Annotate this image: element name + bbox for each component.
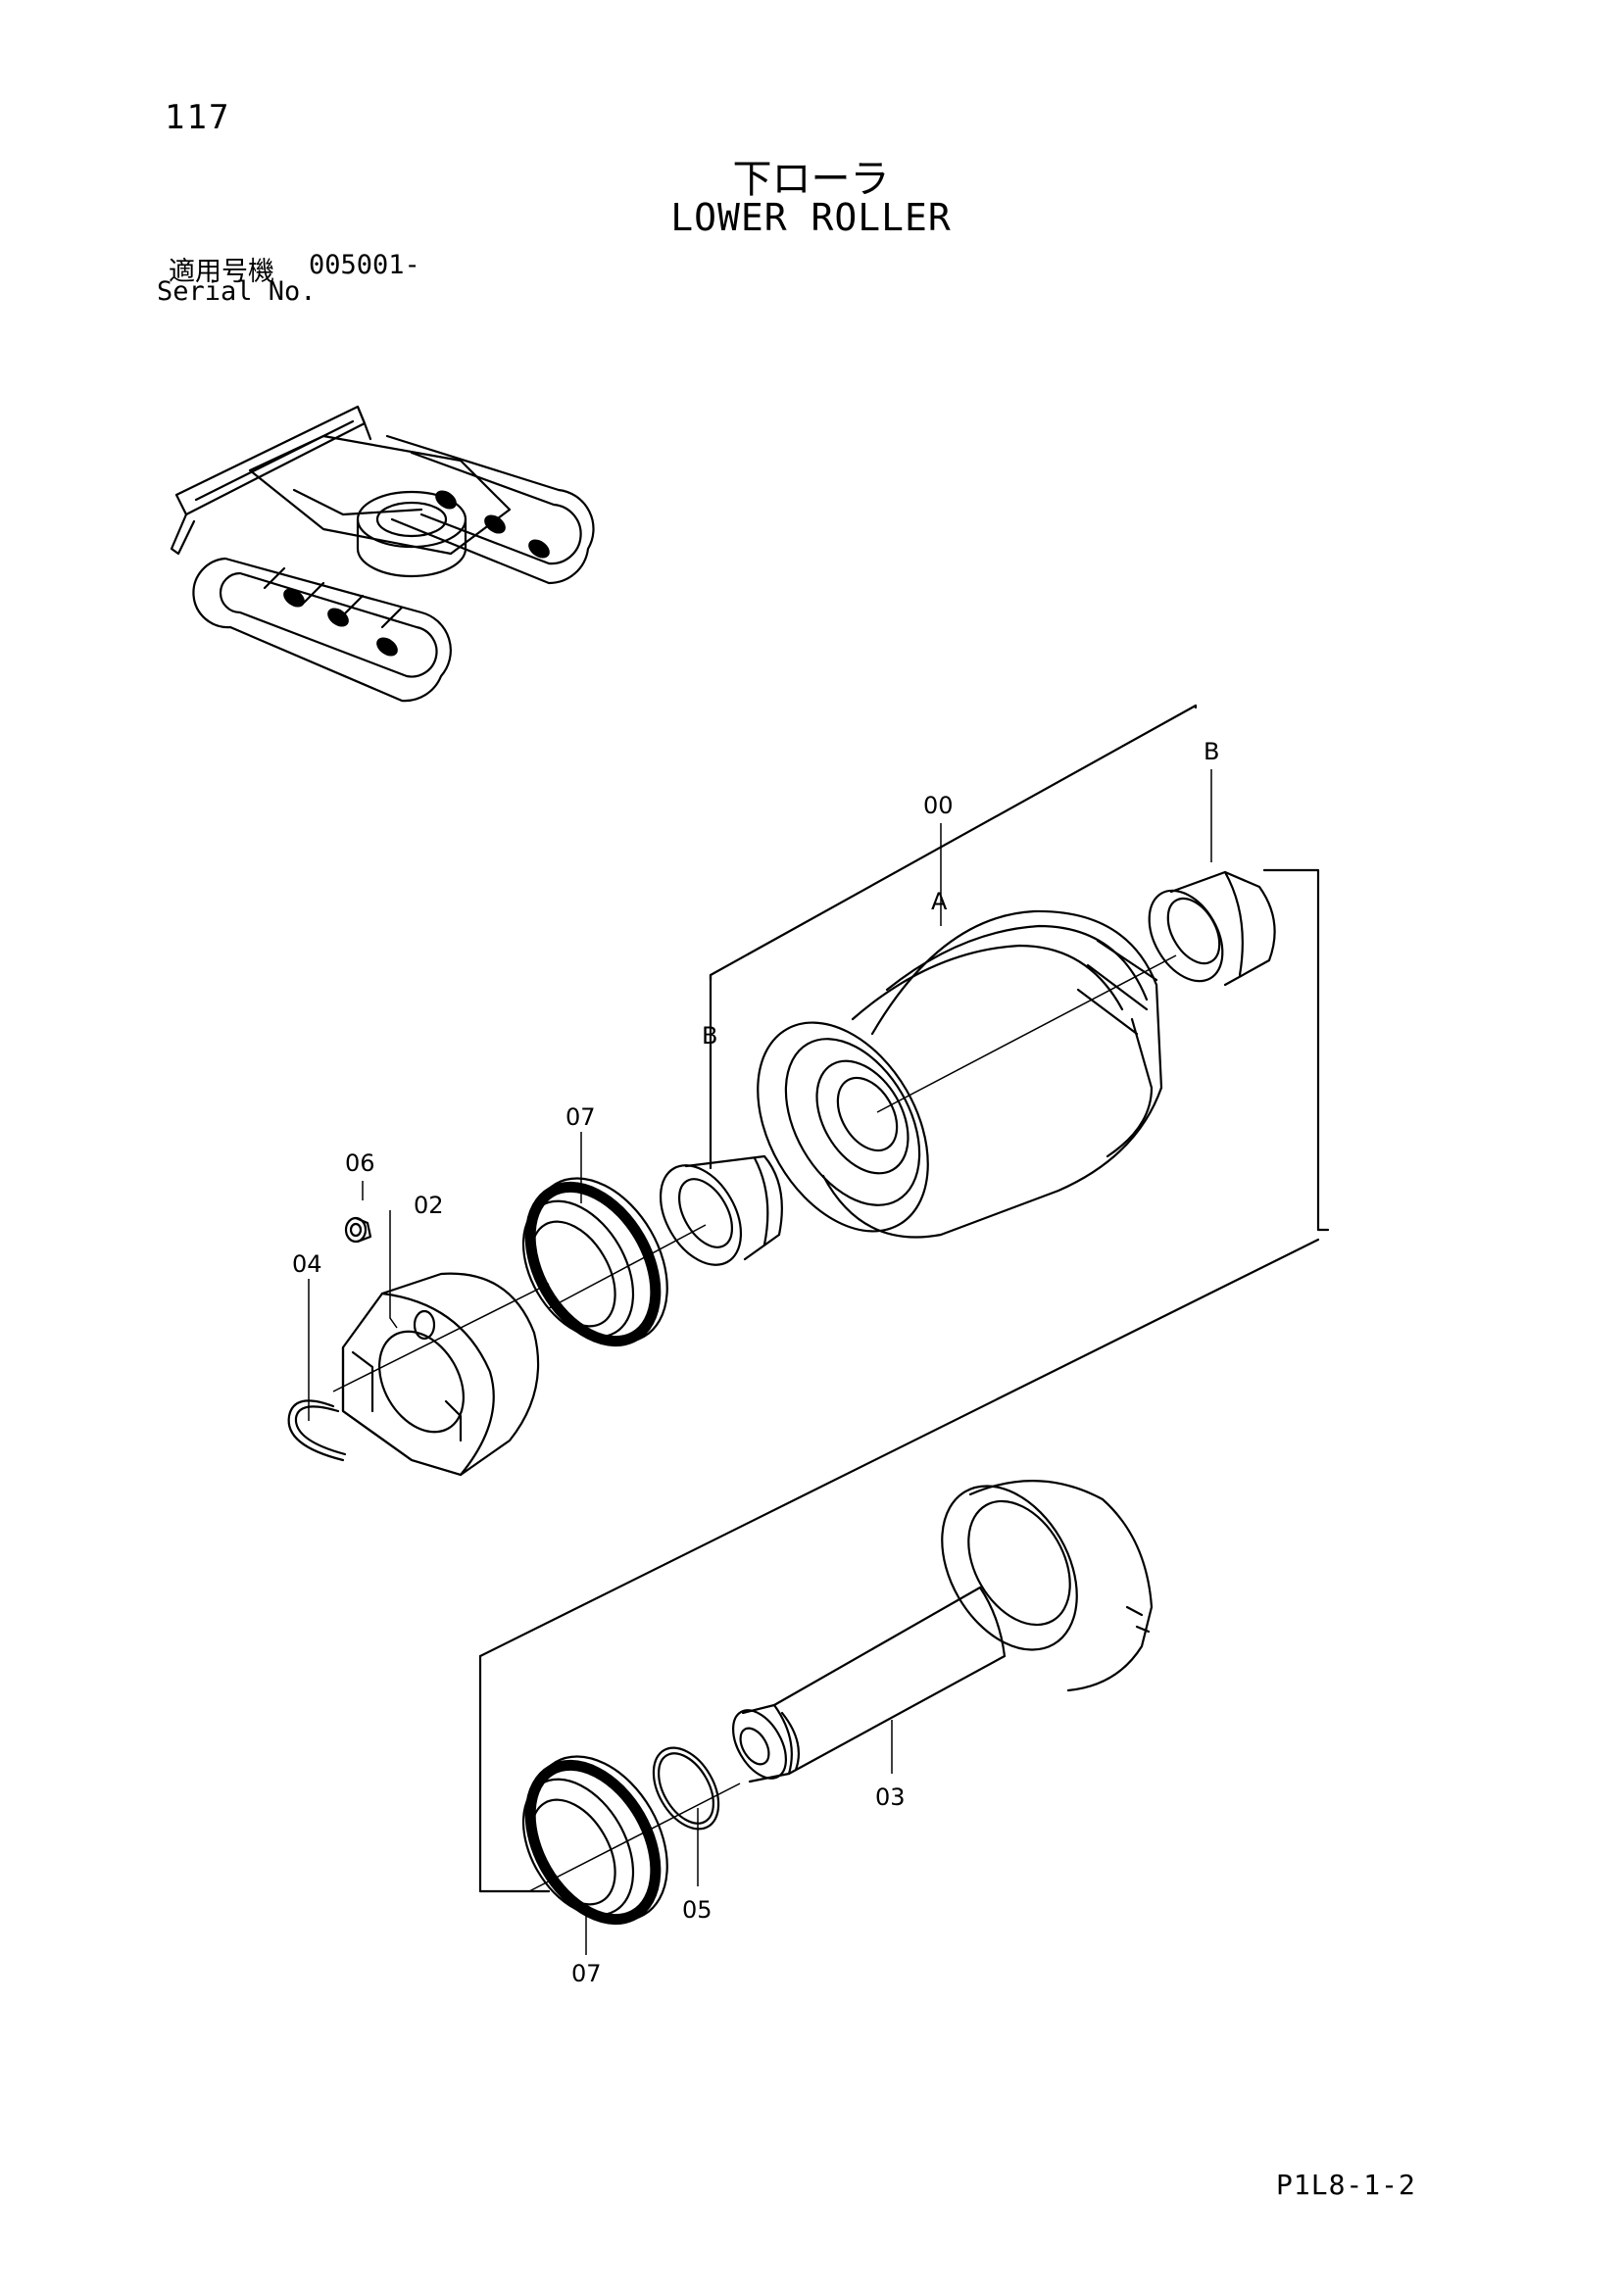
title-japanese: 下ローラ	[732, 157, 890, 202]
callout-02: 02	[414, 1192, 444, 1219]
bushing-right-part	[1148, 870, 1276, 987]
callout-00: 00	[923, 792, 954, 819]
callout-04: 04	[292, 1250, 322, 1278]
snap-ring-part	[287, 1399, 347, 1462]
leader-lines	[308, 769, 1212, 1955]
serial-number: 005001-	[309, 250, 420, 280]
callout-06: 06	[345, 1149, 375, 1177]
callout-b-upper: B	[1204, 738, 1219, 765]
plug-part	[344, 1216, 372, 1244]
footer-code: P1L8-1-2	[1276, 2169, 1416, 2201]
bushing-left-part	[659, 1154, 783, 1266]
callout-07-lower: 07	[571, 1960, 602, 1987]
serial-label-english: Serial No.	[157, 276, 317, 307]
collar-part	[332, 1272, 550, 1477]
serial-label-japanese: 適用号機	[169, 257, 274, 287]
shaft-part	[731, 1480, 1154, 1783]
roller-body-part	[757, 909, 1177, 1239]
page-number: 117	[165, 98, 231, 137]
callout-07-upper: 07	[565, 1103, 596, 1131]
callout-b-lower: B	[702, 1022, 717, 1050]
callout-03: 03	[875, 1783, 906, 1811]
o-ring-part	[652, 1746, 720, 1831]
callout-05: 05	[682, 1896, 713, 1924]
assembly-bracket-lines	[478, 704, 1330, 1893]
callout-a: A	[931, 888, 948, 915]
title-english: LOWER ROLLER	[670, 196, 952, 239]
floating-seal-lower-part	[521, 1755, 741, 1926]
undercarriage-overview-illustration	[170, 405, 595, 703]
floating-seal-upper-part	[521, 1177, 707, 1347]
